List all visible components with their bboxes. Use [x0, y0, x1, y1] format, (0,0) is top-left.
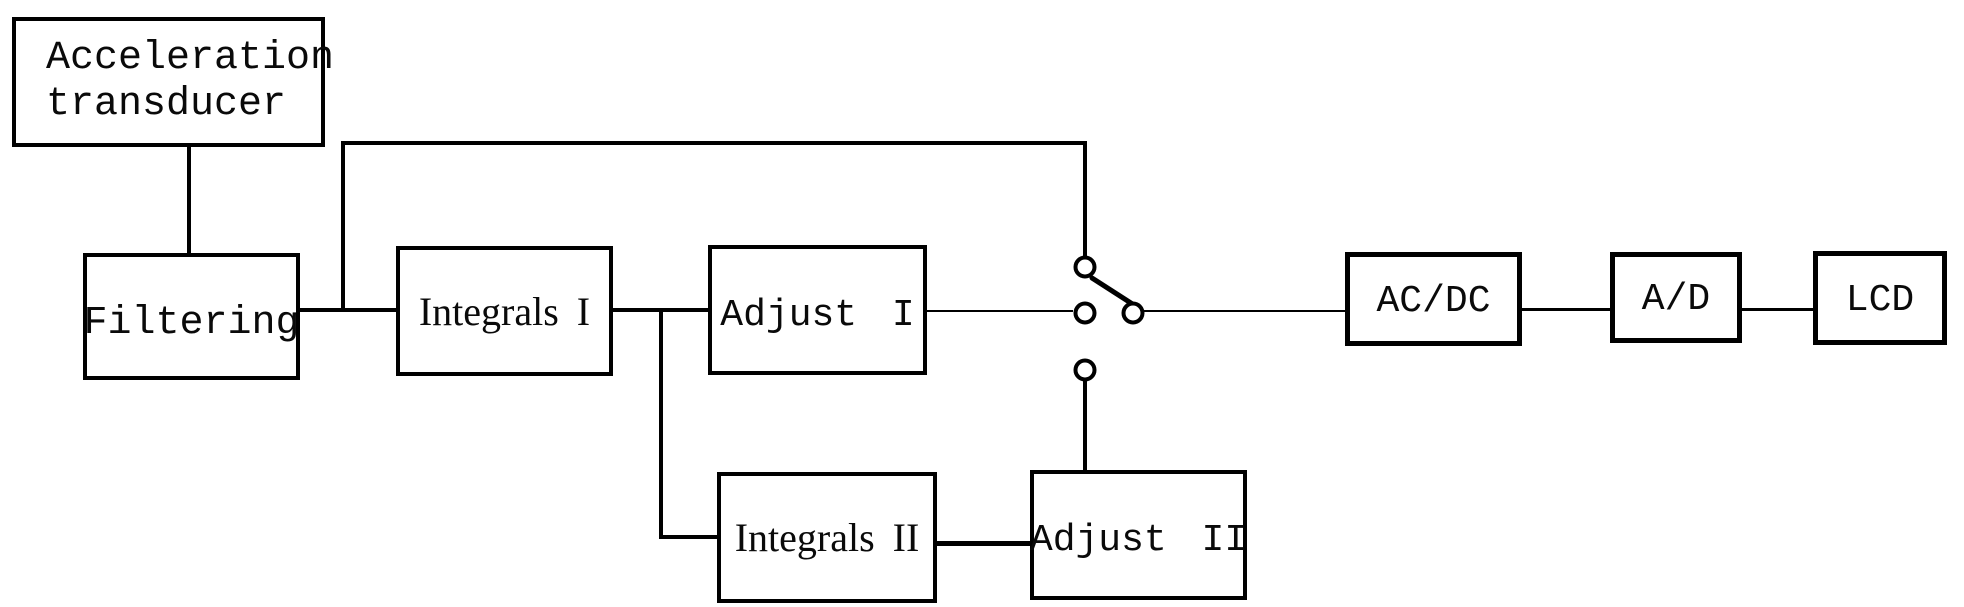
- node-adjust-2: Adjust II: [1030, 470, 1247, 600]
- node-label: AC/DC: [1376, 279, 1491, 323]
- edge-branch-to-integrals2: [659, 535, 720, 539]
- switch-blade: [1089, 275, 1137, 308]
- edge-adjust2-to-switch: [1083, 379, 1087, 472]
- node-label: Acceleration transducer: [46, 36, 334, 128]
- edge-integrals2-to-adjust2: [935, 541, 1033, 546]
- edge-bypass-top-wire: [341, 141, 1087, 145]
- node-integrals-2: Integrals II: [717, 472, 937, 603]
- node-label: Integrals I: [418, 288, 591, 334]
- node-acceleration-transducer: Acceleration transducer: [12, 17, 334, 147]
- edge-bypass-vertical-left: [341, 141, 345, 312]
- edge-bypass-vertical-right: [1083, 141, 1087, 257]
- node-label: Adjust I: [720, 293, 915, 337]
- node-label: Filtering: [83, 301, 300, 346]
- node-lcd-display: LCD: [1813, 251, 1947, 345]
- node-acdc-converter: AC/DC: [1345, 252, 1522, 346]
- node-label: Adjust II: [1029, 518, 1248, 562]
- node-label: LCD: [1845, 278, 1915, 322]
- node-adjust-1: Adjust I: [708, 245, 927, 375]
- edge-adjust1-to-switch: [923, 310, 1073, 312]
- node-integrals-1: Integrals I: [396, 246, 613, 376]
- edge-accel-to-filtering: [187, 146, 191, 254]
- node-label: A/D: [1641, 278, 1711, 321]
- edge-ad-to-lcd: [1740, 308, 1815, 311]
- node-label-line2: transducer: [46, 82, 287, 127]
- switch-terminal-top: [1073, 255, 1097, 279]
- edge-branch-down-vertical: [659, 308, 663, 539]
- edge-filtering-to-integrals1: [298, 308, 398, 312]
- node-ad-converter: A/D: [1610, 252, 1742, 343]
- edge-acdc-to-ad: [1520, 308, 1612, 311]
- node-label-line1: Acceleration: [46, 36, 335, 81]
- switch-terminal-middle-left: [1073, 301, 1097, 325]
- node-filtering: Filtering: [83, 253, 300, 380]
- edge-switch-to-acdc: [1144, 310, 1347, 312]
- switch-terminal-middle-right: [1121, 301, 1145, 325]
- switch-terminal-bottom: [1073, 358, 1097, 382]
- node-label: Integrals II: [734, 515, 920, 560]
- selector-switch-icon: [1073, 255, 1145, 382]
